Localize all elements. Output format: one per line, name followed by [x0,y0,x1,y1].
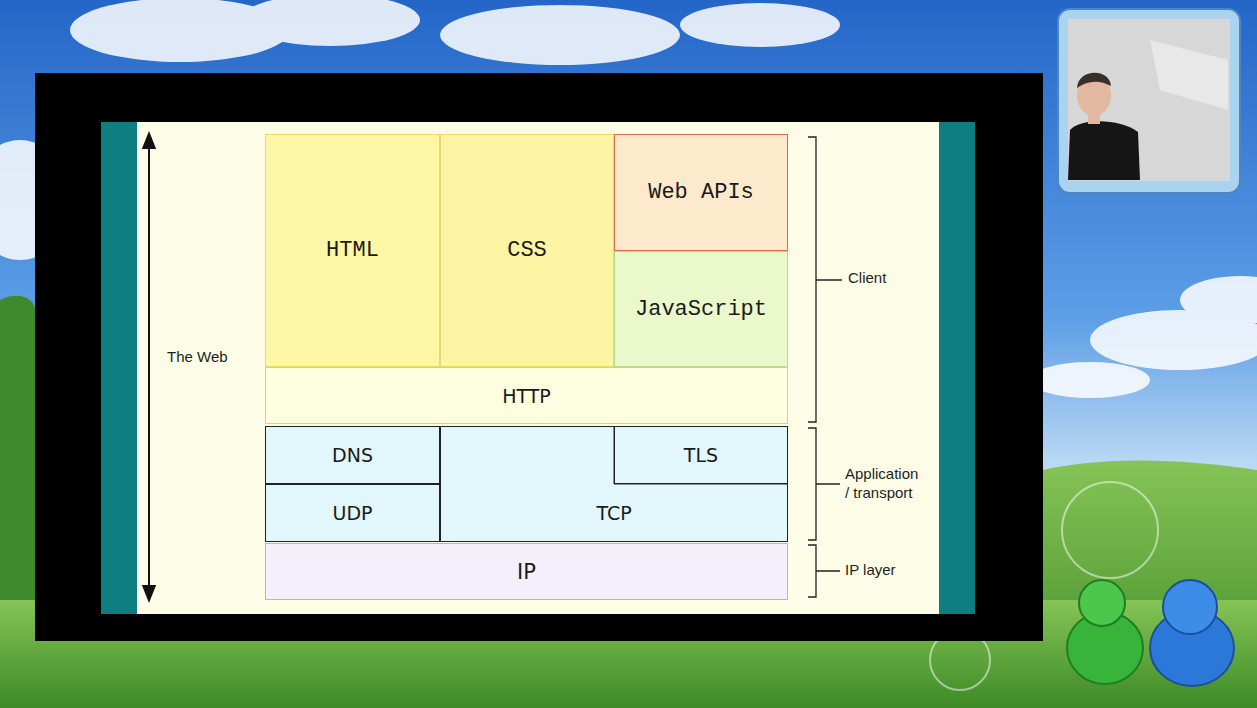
layer-label: JavaScript [635,297,767,322]
layer-box: CSS [440,134,614,367]
side-label: IP layer [845,560,896,580]
layer-label: CSS [507,238,547,263]
l-shape-outline [441,427,788,542]
text-area: JavaScript [615,252,787,366]
side-label: The Web [167,347,228,367]
text-area: TLS [615,427,787,483]
slide-edge [101,122,137,614]
layer-box: UDP [265,484,440,542]
l-shape-outline [440,426,788,542]
layer-label: TLS [684,444,718,466]
layer-box: IP [265,543,788,600]
text-area: CSS [441,135,613,366]
transport-bracket [808,428,840,540]
layer-box: DNS [265,426,440,484]
text-area: TCP [440,484,788,542]
layer-label: DNS [332,444,373,466]
buddy-icons [1067,580,1234,686]
layer-box: HTTP [265,367,788,424]
layer-label: TCP [596,502,631,524]
text-area: IP [266,544,787,599]
text-area: HTML [266,135,439,366]
text-area: Web APIs [615,135,787,250]
layer-label: UDP [333,502,373,524]
text-area: DNS [266,427,439,483]
side-label: Application / transport [845,464,923,503]
layer-label: Web APIs [648,180,754,205]
layer-box: Web APIs [614,134,788,251]
span-arrow [148,140,150,594]
slide-frame [35,73,1043,641]
brackets [808,137,842,597]
text-area: HTTP [266,368,787,423]
layer-label: HTTP [502,385,551,407]
layer-box: TLS [614,426,788,484]
layer-label: HTML [326,238,379,263]
client-bracket [808,137,842,422]
slide-edge [939,122,975,614]
ip-bracket [808,545,840,597]
layer-box: TCP [440,426,788,542]
slide-ground [137,122,939,614]
text-area: UDP [266,485,439,541]
layer-box: HTML [265,134,440,367]
layer-box: JavaScript [614,251,788,367]
side-label: Client [848,268,886,288]
layer-label: IP [517,560,536,584]
webcam-inset [1058,9,1240,193]
